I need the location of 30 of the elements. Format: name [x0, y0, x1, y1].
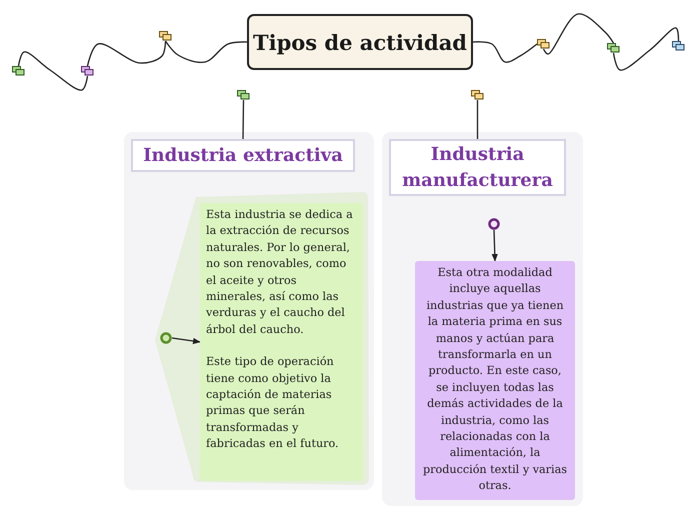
note-icon	[471, 90, 484, 100]
title-text: Tipos de actividad	[252, 30, 467, 54]
connector-line	[86, 40, 166, 66]
note-icon	[159, 31, 172, 41]
note-icon	[237, 90, 250, 100]
connector-dot	[488, 218, 500, 230]
connector-line	[242, 100, 244, 139]
body-text: Esta otra modalidad incluye aquellas industrias que ya tienen la materia prima en sus manos y actúan para transformarla en un producto. En este caso, se incluyen todas las demás actividades de la industria, como las relacionadas con la alimentación, la producción textil y varias otras.	[422, 265, 568, 494]
connector-line	[18, 51, 88, 91]
text-box	[200, 203, 363, 481]
connector-line	[542, 13, 614, 55]
connector-line	[476, 100, 478, 139]
note-icon	[12, 66, 25, 76]
arrow	[172, 337, 201, 344]
title-box	[247, 14, 473, 70]
heading-box	[389, 139, 566, 196]
note-icon	[81, 66, 94, 76]
connector-line	[472, 41, 538, 63]
heading-text: Industria extractiva	[143, 144, 343, 168]
connector-line	[612, 27, 680, 71]
heading-text: Industria manufacturera	[401, 143, 554, 192]
body-text: Esta industria se dedica a la extracción de recursos naturales. Por lo general, no son renovables, como el aceite y otros minerales, así como las verduras y el caucho del árbol del caucho.	[206, 207, 354, 338]
connector-dot	[160, 332, 172, 344]
note-icon	[607, 43, 620, 53]
heading-box	[131, 139, 355, 172]
connector-line	[164, 40, 248, 64]
body-text: Este tipo de operación tiene como objetivo la captación de materias primas que serán transformadas y fabricadas en el futuro.	[206, 354, 340, 452]
arrow	[492, 230, 498, 262]
note-icon	[537, 39, 550, 49]
note-icon	[672, 41, 685, 51]
